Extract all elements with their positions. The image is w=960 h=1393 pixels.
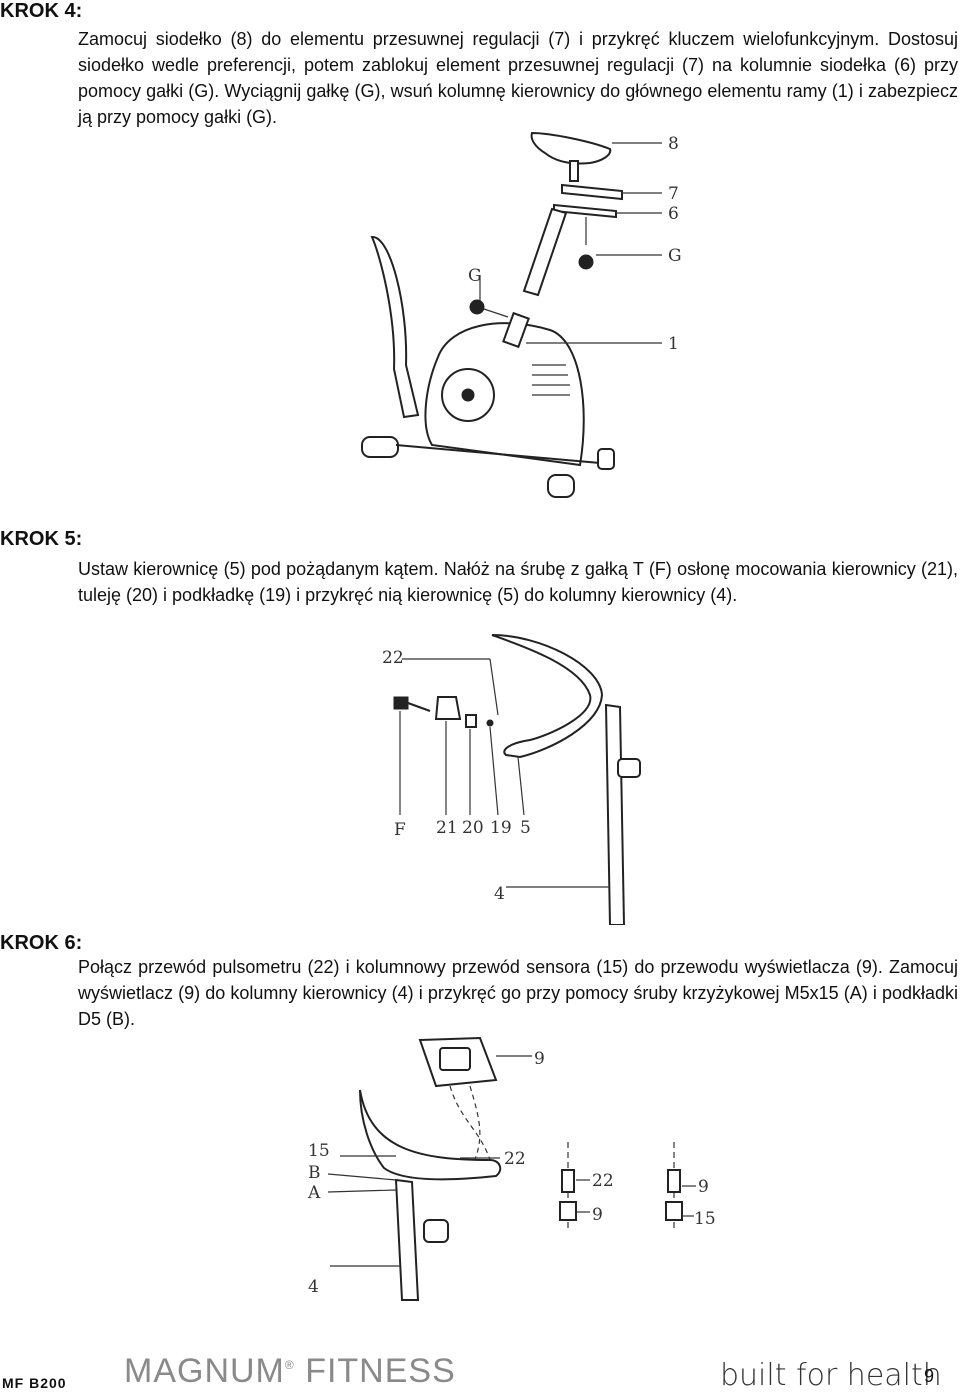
rear-stabilizer-cap [597, 448, 615, 470]
connector-plug [667, 1169, 681, 1193]
step-4-heading: KROK 4: [0, 0, 83, 22]
brand-name: MAGNUM [124, 1352, 285, 1390]
t-knob-bolt-f [393, 696, 409, 710]
saddle-post [569, 160, 579, 182]
connector-label-9b: 9 [698, 1177, 709, 1197]
knob-g-left [469, 299, 485, 315]
handlebar-column-4 [604, 703, 626, 925]
brand-name-2: FITNESS [305, 1352, 456, 1390]
step-5-figure-handlebar: 22 F 21 20 19 5 4 [382, 634, 641, 925]
handlebar [359, 1089, 502, 1181]
washer-19 [486, 719, 494, 727]
connector-plug [561, 1169, 575, 1193]
label-8: 8 [668, 134, 679, 154]
step-6-figure-display: 9 15 B A 22 4 22 9 9 15 [307, 1036, 716, 1301]
connector-detail-right: 9 15 [665, 1142, 716, 1230]
label-f: F [394, 820, 406, 840]
label-b: B [308, 1163, 321, 1183]
label-4: 4 [494, 884, 505, 904]
page-number: 9 [924, 1366, 935, 1386]
connector-label-22: 22 [592, 1171, 614, 1191]
column-knob [617, 758, 641, 778]
connector-label-15: 15 [694, 1209, 716, 1229]
handlebar-5 [491, 634, 604, 759]
step-4-text: Zamocuj siodełko (8) do elementu przesuw… [78, 29, 958, 127]
registered-mark: ® [284, 1358, 295, 1372]
label-1: 1 [668, 334, 679, 354]
cover-ribs [532, 364, 570, 396]
step-5-text: Ustaw kierownicę (5) pod pożądanym kątem… [78, 559, 958, 605]
label-4: 4 [308, 1277, 319, 1297]
connector-socket [559, 1201, 577, 1221]
sleeve-20 [465, 714, 477, 728]
label-21: 21 [436, 818, 458, 838]
label-19: 19 [490, 818, 512, 838]
main-frame-1 [424, 322, 585, 467]
model-number: MF B200 [2, 1375, 67, 1391]
label-20: 20 [462, 818, 484, 838]
label-5: 5 [520, 818, 531, 838]
slogan: built for health [720, 1358, 942, 1393]
display-screen [439, 1047, 471, 1071]
column-knob [423, 1219, 449, 1243]
connector-socket [665, 1201, 683, 1221]
step-4-figure-exercise-bike: 8 7 6 G G 1 [361, 131, 682, 498]
seat-tube-socket [502, 311, 530, 349]
brand-logo: MAGNUM® FITNESS [124, 1352, 456, 1391]
slider-part-7 [561, 183, 623, 201]
label-9: 9 [534, 1049, 545, 1069]
connector-detail-left: 22 9 [559, 1142, 614, 1230]
step-6-text: Połącz przewód pulsometru (22) i kolumno… [78, 957, 958, 1029]
knob-g-right [578, 254, 594, 270]
label-g-left: G [468, 266, 482, 286]
step-6-heading: KROK 6: [0, 932, 83, 954]
label-22: 22 [504, 1149, 526, 1169]
front-stabilizer-cap [361, 436, 399, 458]
rear-foot [547, 474, 575, 498]
step-5-heading: KROK 5: [0, 528, 83, 550]
label-15: 15 [308, 1141, 330, 1161]
seat-post-6 [522, 207, 568, 297]
label-6: 6 [668, 204, 679, 224]
label-g-right: G [668, 246, 682, 266]
label-7: 7 [668, 184, 679, 204]
connector-label-9a: 9 [592, 1205, 603, 1225]
label-a: A [307, 1183, 321, 1203]
handlebar-column-4 [394, 1178, 420, 1301]
saddle-part [530, 131, 612, 165]
cover-21 [434, 696, 462, 720]
label-22: 22 [382, 648, 404, 668]
handlebar-column [370, 235, 420, 419]
